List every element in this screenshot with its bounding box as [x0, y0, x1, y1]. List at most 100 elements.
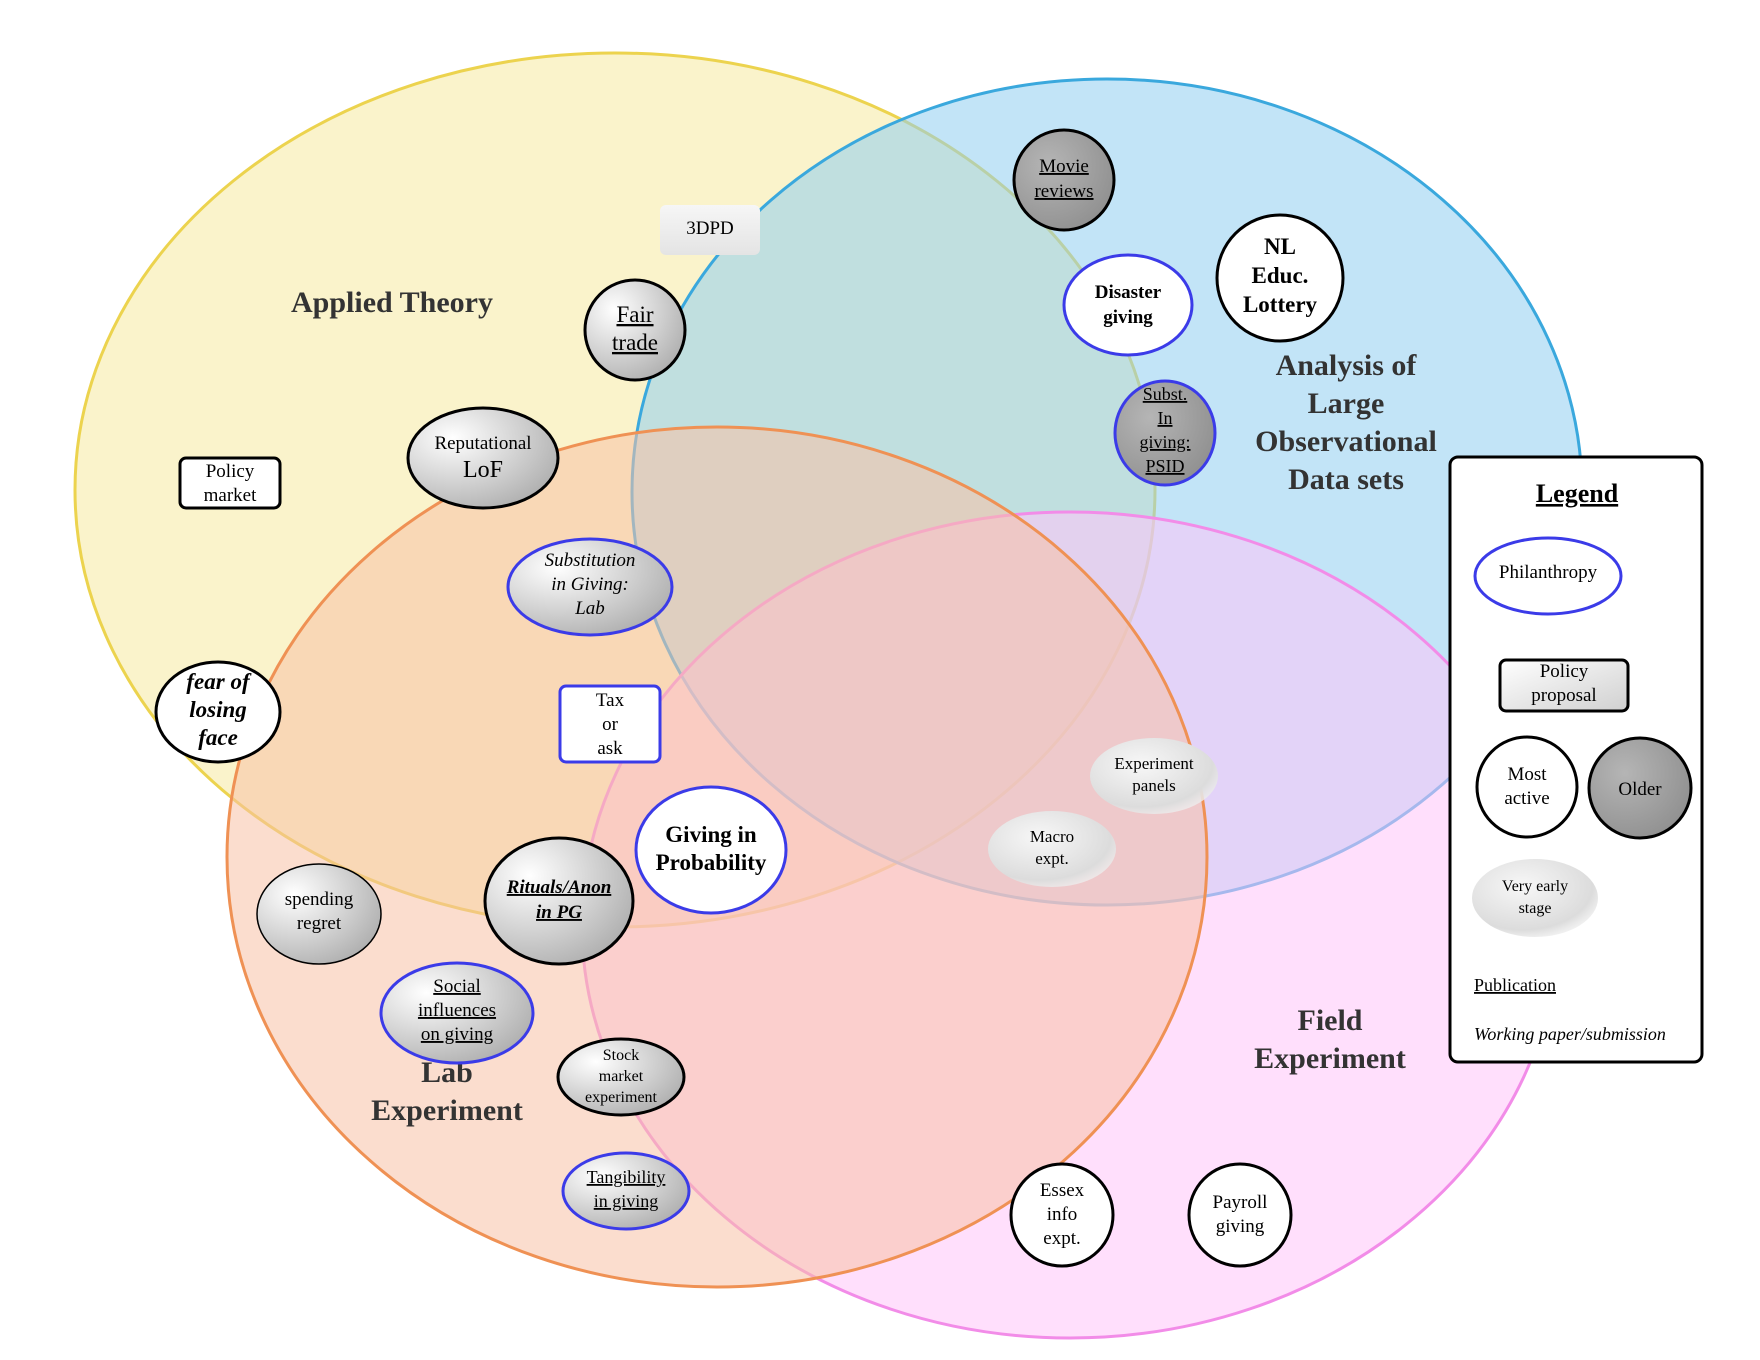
text-line: fear of [186, 669, 252, 694]
node-tangibility: Tangibility in giving [561, 1151, 691, 1231]
svg-text:Reputational: Reputational [434, 433, 531, 454]
text-line: Substitution [545, 550, 636, 571]
text-line: Large [1308, 387, 1385, 420]
text-line: NL [1264, 234, 1296, 259]
text-line: in PG [536, 902, 582, 923]
node-3dpd: 3DPD [660, 205, 760, 255]
text-line: spending [285, 889, 354, 910]
text-line: Experiment [1254, 1042, 1406, 1075]
text-line: expt. [1043, 1228, 1080, 1249]
node-subst-psid: Subst. In giving: PSID [1113, 379, 1217, 487]
text-line: Educ. [1252, 263, 1309, 288]
text-line: Observational [1255, 425, 1437, 458]
text-line: in giving [594, 1191, 659, 1211]
legend-working-paper: Working paper/submission [1474, 1024, 1666, 1044]
text-line: Experiment [371, 1094, 523, 1127]
legend-philanthropy: Philanthropy [1473, 536, 1623, 616]
text-line: Tax [596, 690, 625, 711]
node-policy-market: Policy market [178, 456, 282, 510]
text-line: Older [1618, 779, 1662, 800]
node-nl-lottery: NL Educ. Lottery [1215, 213, 1345, 343]
text-line: face [198, 725, 238, 750]
text-line: losing [189, 697, 247, 722]
svg-text:LoF: LoF [463, 457, 503, 483]
text-line: trade [612, 330, 658, 355]
text-line: stage [1519, 900, 1552, 917]
node-macro-expt: Macro expt. [988, 811, 1116, 887]
text-line: PSID [1145, 456, 1184, 476]
text-line: active [1504, 788, 1549, 809]
svg-text:3DPD: 3DPD [686, 218, 734, 239]
text-line: Subst. [1143, 384, 1188, 404]
text-line: influences [418, 1000, 496, 1021]
text-line: Policy [206, 461, 255, 482]
text-line: Experiment [1114, 754, 1194, 773]
text-line: on giving [421, 1024, 494, 1045]
text-line: Data sets [1288, 463, 1404, 496]
node-giving-in-probability: Giving in Probability [634, 785, 788, 915]
text-line: giving [1216, 1216, 1265, 1237]
text-line: expt. [1035, 849, 1069, 868]
text-line: Giving in [665, 822, 757, 847]
text-line: Lottery [1243, 292, 1318, 317]
legend-most-active: Most active [1475, 735, 1579, 839]
text-line: info [1047, 1204, 1078, 1225]
text-line: market [204, 485, 257, 506]
text-line: Most [1507, 764, 1547, 785]
applied-theory-title: Applied Theory [291, 286, 493, 319]
text-line: Disaster [1095, 282, 1162, 303]
text-line: Probability [656, 850, 767, 875]
text-line: Macro [1030, 827, 1074, 846]
text-line: Philanthropy [1499, 562, 1598, 583]
text-line: In [1158, 408, 1173, 428]
text-line: Stock [603, 1047, 639, 1064]
text-line: giving [1103, 307, 1153, 328]
text-line: Analysis of [1276, 349, 1418, 382]
text-line: Tangibility [587, 1167, 666, 1187]
node-disaster-giving: Disaster giving [1062, 253, 1194, 357]
svg-text:Philanthropy: Philanthropy [1499, 562, 1598, 583]
text-line: ask [597, 738, 623, 759]
text-line: Applied Theory [291, 286, 493, 319]
legend-older: Older [1587, 736, 1693, 840]
text-line: in Giving: [551, 574, 629, 595]
text-line: market [599, 1068, 644, 1085]
text-line: proposal [1531, 685, 1596, 706]
node-fear-losing-face: fear of losing face [154, 660, 282, 764]
text-line: Movie [1039, 156, 1089, 177]
text-line: Field [1298, 1004, 1363, 1037]
text-line: experiment [585, 1089, 658, 1106]
text-line: giving: [1139, 432, 1190, 452]
text-line: regret [297, 913, 342, 934]
text-line: Payroll [1213, 1192, 1268, 1213]
